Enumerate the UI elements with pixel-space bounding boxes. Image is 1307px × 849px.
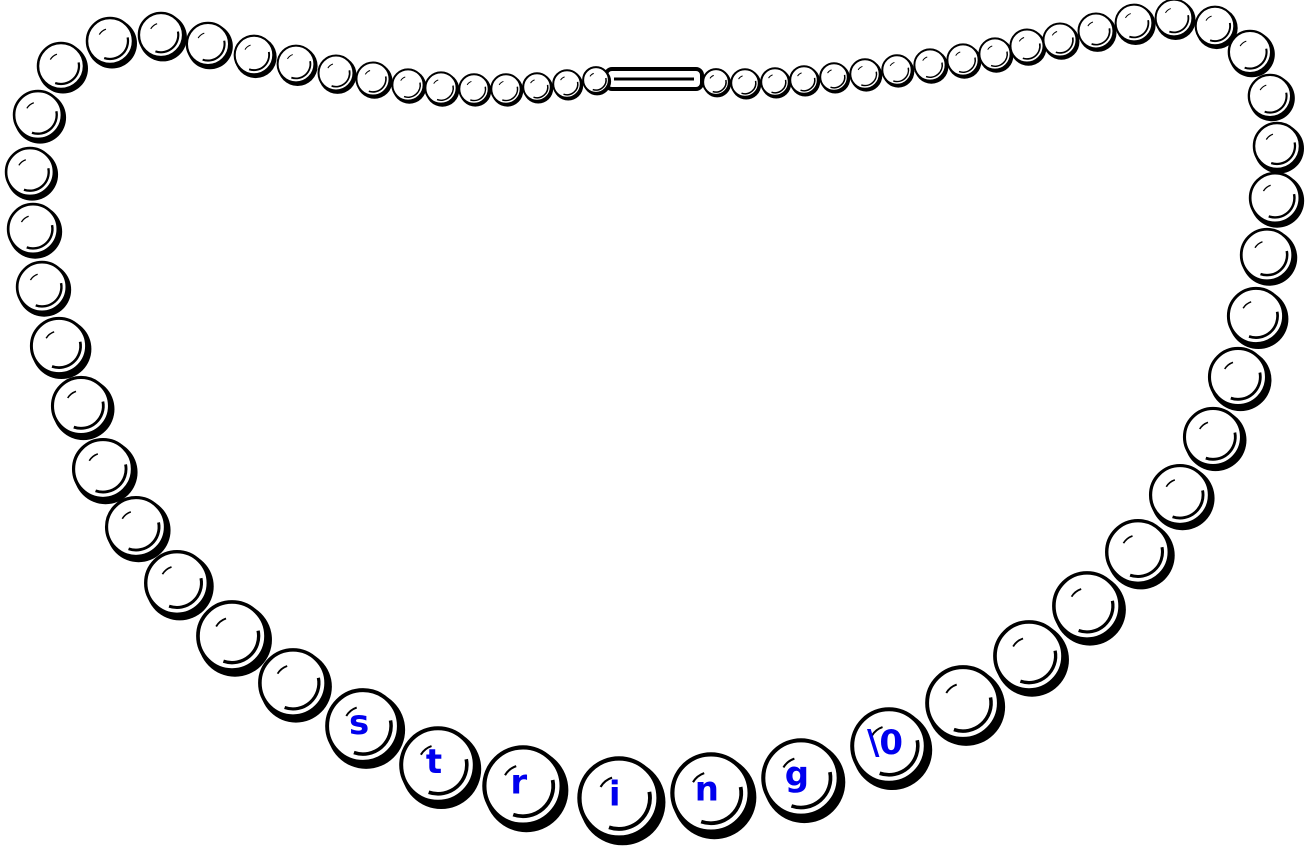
pearl bbox=[730, 68, 762, 100]
pearl bbox=[789, 65, 821, 97]
pearl bbox=[276, 44, 318, 86]
pearl bbox=[104, 495, 171, 563]
pearl bbox=[881, 54, 915, 88]
pearl bbox=[1194, 5, 1238, 50]
pearl bbox=[522, 72, 554, 104]
pearl-letter-1: t bbox=[426, 742, 442, 782]
pearl bbox=[317, 54, 357, 94]
pearl-strand: s t r i n g \0 bbox=[4, 0, 1305, 846]
pearl bbox=[137, 11, 187, 62]
pearl bbox=[552, 69, 584, 101]
pearl bbox=[1105, 519, 1175, 590]
pearl bbox=[4, 146, 59, 201]
pearl bbox=[424, 71, 460, 107]
pearl bbox=[6, 202, 63, 259]
pearl-letter-4: n bbox=[695, 770, 719, 810]
pearl bbox=[15, 260, 72, 317]
pearl bbox=[1148, 463, 1215, 531]
pearl bbox=[1207, 346, 1272, 412]
pearl bbox=[144, 550, 214, 621]
pearl-letter-2: r bbox=[510, 763, 527, 803]
pearl bbox=[702, 68, 732, 98]
pearl-2: r bbox=[482, 745, 569, 833]
pearl bbox=[1182, 406, 1247, 472]
pearl bbox=[849, 58, 883, 92]
pearl bbox=[582, 66, 612, 96]
pearl bbox=[29, 316, 92, 379]
pearl bbox=[1009, 28, 1047, 66]
pearl bbox=[1239, 227, 1298, 286]
pearl-letter-0: s bbox=[349, 703, 369, 743]
pearl bbox=[760, 67, 792, 99]
pearl bbox=[458, 73, 492, 107]
necklace-clasp bbox=[604, 67, 704, 91]
pearl bbox=[978, 37, 1014, 73]
pearl bbox=[1252, 121, 1304, 174]
pearl-6: \0 bbox=[850, 707, 933, 790]
pearl bbox=[1154, 0, 1196, 40]
pearl bbox=[258, 648, 332, 723]
pearl bbox=[1052, 571, 1126, 646]
pearl bbox=[12, 89, 67, 144]
pearl bbox=[233, 34, 277, 79]
pearl bbox=[50, 375, 115, 441]
pearl bbox=[1077, 12, 1117, 52]
pearl-letter-5: g bbox=[785, 755, 809, 795]
pearl bbox=[196, 600, 272, 677]
pearl-0: s bbox=[325, 688, 406, 769]
pearl bbox=[925, 665, 1006, 746]
pearl bbox=[993, 620, 1069, 697]
pearl-4: n bbox=[670, 752, 757, 840]
pearl bbox=[1226, 286, 1289, 349]
pearl bbox=[391, 68, 427, 104]
pearl-letter-6: \0 bbox=[867, 723, 903, 763]
pearl bbox=[1247, 73, 1295, 122]
pearl bbox=[490, 73, 524, 107]
pearl bbox=[946, 43, 982, 79]
pearl bbox=[1248, 171, 1305, 228]
pearl bbox=[85, 16, 137, 69]
pearl bbox=[819, 62, 851, 94]
pearl bbox=[913, 48, 949, 84]
pearl bbox=[1042, 22, 1080, 60]
pearl bbox=[1114, 3, 1156, 45]
pearl-5: g bbox=[761, 738, 846, 824]
pearl-letter-3: i bbox=[609, 775, 621, 815]
pearl-3: i bbox=[577, 756, 666, 846]
pearl bbox=[71, 437, 138, 505]
pearl-1: t bbox=[399, 726, 482, 809]
pearl bbox=[185, 21, 233, 70]
pearl bbox=[36, 41, 88, 94]
pearl bbox=[1227, 29, 1275, 78]
pearl bbox=[355, 61, 393, 99]
